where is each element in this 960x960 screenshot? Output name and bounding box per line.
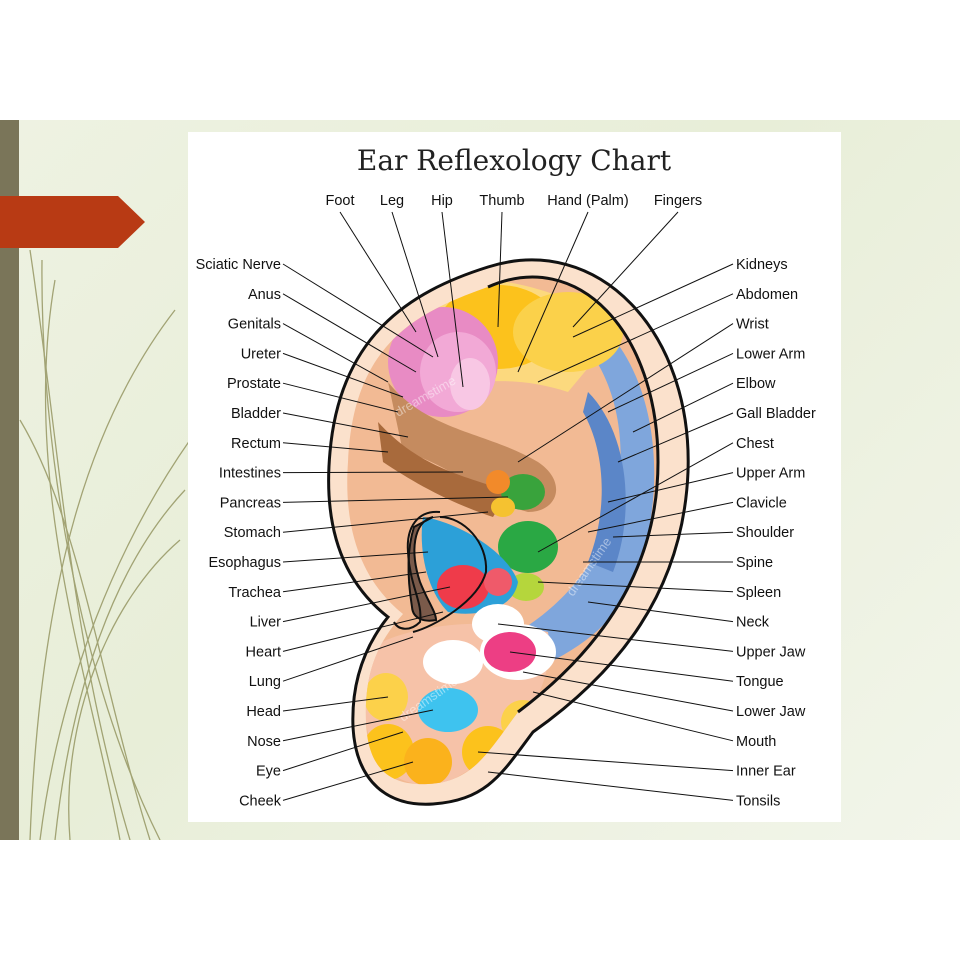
label-spleen: Spleen [736, 585, 781, 601]
label-rectum: Rectum [231, 436, 281, 452]
label-foot: Foot [325, 193, 354, 209]
label-hand-palm: Hand (Palm) [547, 193, 628, 209]
label-shoulder: Shoulder [736, 525, 794, 541]
label-head: Head [246, 704, 281, 720]
label-bladder: Bladder [231, 406, 281, 422]
label-kidneys: Kidneys [736, 257, 788, 273]
label-gall-bladder: Gall Bladder [736, 406, 816, 422]
leader-line [533, 692, 733, 741]
leader-line [488, 772, 733, 800]
label-eye: Eye [256, 764, 281, 780]
label-mouth: Mouth [736, 734, 776, 750]
watermark: dreamstime [230, 169, 292, 224]
chart-title: Ear Reflexology Chart [357, 144, 672, 177]
ear-diagram: dreamstime dreamstime dreamstime dreamst… [188, 132, 841, 822]
label-spine: Spine [736, 555, 773, 571]
label-neck: Neck [736, 615, 770, 631]
label-leg: Leg [380, 193, 404, 209]
label-genitals: Genitals [228, 317, 281, 333]
label-pancreas: Pancreas [220, 495, 281, 511]
label-nose: Nose [247, 734, 281, 750]
label-abdomen: Abdomen [736, 287, 798, 303]
label-esophagus: Esophagus [208, 555, 281, 571]
label-heart: Heart [246, 644, 281, 660]
chart-card: dreamstime dreamstime dreamstime dreamst… [188, 132, 841, 822]
label-intestines: Intestines [219, 466, 281, 482]
label-trachea: Trachea [228, 585, 282, 601]
arrow-tab [0, 196, 145, 248]
label-ureter: Ureter [241, 346, 281, 362]
label-chest: Chest [736, 436, 774, 452]
leader-line [340, 212, 416, 332]
label-lower-arm: Lower Arm [736, 346, 805, 362]
label-lower-jaw: Lower Jaw [736, 704, 806, 720]
label-clavicle: Clavicle [736, 495, 787, 511]
leader-line [283, 472, 463, 473]
label-fingers: Fingers [654, 193, 702, 209]
label-cheek: Cheek [239, 793, 282, 809]
label-stomach: Stomach [224, 525, 281, 541]
label-upper-jaw: Upper Jaw [736, 644, 806, 660]
label-hip: Hip [431, 193, 453, 209]
slide: dreamstime dreamstime dreamstime dreamst… [0, 120, 960, 840]
label-thumb: Thumb [479, 193, 524, 209]
label-elbow: Elbow [736, 376, 776, 392]
label-anus: Anus [248, 287, 281, 303]
label-prostate: Prostate [227, 376, 281, 392]
label-sciatic-nerve: Sciatic Nerve [196, 257, 281, 273]
label-liver: Liver [250, 615, 282, 631]
label-upper-arm: Upper Arm [736, 466, 805, 482]
label-wrist: Wrist [736, 317, 769, 333]
leader-line [478, 752, 733, 771]
label-lung: Lung [249, 674, 281, 690]
label-tonsils: Tonsils [736, 793, 780, 809]
label-inner-ear: Inner Ear [736, 764, 796, 780]
label-tongue: Tongue [736, 674, 784, 690]
